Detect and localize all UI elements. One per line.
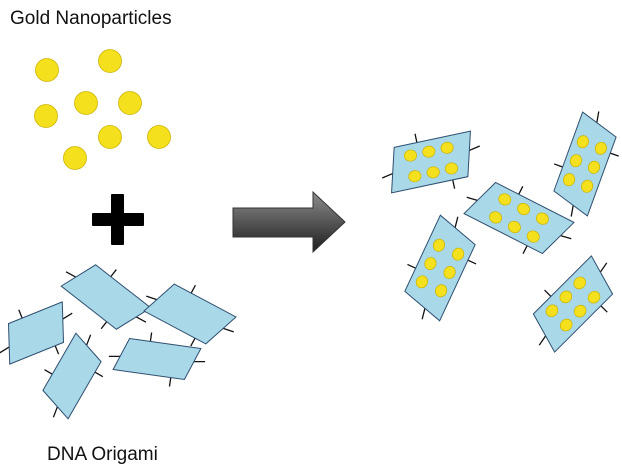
bound-gold-nanoparticle xyxy=(489,211,503,224)
dna-origami-tile xyxy=(60,264,152,330)
dna-origami-label: DNA Origami xyxy=(47,444,158,465)
bound-gold-nanoparticle xyxy=(573,304,587,318)
gold-nanoparticle xyxy=(147,125,171,149)
bound-gold-nanoparticle xyxy=(563,173,576,187)
dna-origami-gold-assembly xyxy=(404,214,477,322)
dna-origami-tile xyxy=(0,301,73,365)
bound-gold-nanoparticle xyxy=(432,238,446,252)
bound-gold-nanoparticle xyxy=(424,257,437,270)
dna-origami-gold-assembly xyxy=(532,255,614,353)
bound-gold-nanoparticle xyxy=(576,135,589,149)
bound-gold-nanoparticle xyxy=(573,276,587,290)
bound-gold-nanoparticle xyxy=(403,149,418,162)
dna-origami-tile xyxy=(108,332,206,387)
gold-nanoparticle xyxy=(35,58,59,82)
gold-nanoparticle xyxy=(98,125,122,149)
dna-origami-tile xyxy=(42,332,104,420)
dna-origami-tile xyxy=(143,283,237,347)
bound-gold-nanoparticle xyxy=(526,230,540,243)
bound-gold-nanoparticle xyxy=(408,170,422,183)
free-dna-origami-tiles xyxy=(0,264,237,420)
gold-nanoparticle xyxy=(118,91,142,115)
bound-gold-nanoparticle xyxy=(587,160,601,174)
plus-icon xyxy=(92,194,144,245)
bound-gold-nanoparticle xyxy=(452,247,465,261)
bound-gold-nanoparticle xyxy=(498,193,512,206)
free-gold-nanoparticles xyxy=(34,49,171,170)
bound-gold-nanoparticle xyxy=(545,304,559,318)
bound-gold-nanoparticle xyxy=(559,318,573,332)
bound-gold-nanoparticle xyxy=(559,290,573,304)
bound-gold-nanoparticle xyxy=(422,145,436,158)
origami-gold-assemblies xyxy=(382,111,619,353)
bound-gold-nanoparticle xyxy=(581,179,594,193)
gold-nanoparticle xyxy=(74,91,98,115)
bound-gold-nanoparticle xyxy=(594,141,607,155)
bound-gold-nanoparticle xyxy=(426,166,440,179)
bound-gold-nanoparticle xyxy=(440,141,454,154)
gold-nanoparticle xyxy=(34,104,58,128)
gold-nanoparticle xyxy=(98,49,122,73)
right-arrow-icon xyxy=(232,190,346,254)
bound-gold-nanoparticle xyxy=(507,220,521,234)
bound-gold-nanoparticle xyxy=(535,212,549,225)
bound-gold-nanoparticle xyxy=(569,154,583,168)
bound-gold-nanoparticle xyxy=(415,275,428,289)
bound-gold-nanoparticle xyxy=(444,162,459,175)
bound-gold-nanoparticle xyxy=(443,266,456,279)
bound-gold-nanoparticle xyxy=(587,290,601,304)
dna-origami-gold-assembly xyxy=(463,181,575,255)
gold-nanoparticle xyxy=(63,146,87,170)
dna-origami-gold-assembly xyxy=(382,130,480,194)
bound-gold-nanoparticle xyxy=(517,202,531,216)
dna-origami-gold-assembly xyxy=(553,111,619,217)
bound-gold-nanoparticle xyxy=(434,284,448,298)
gold-nanoparticles-label: Gold Nanoparticles xyxy=(10,8,172,29)
